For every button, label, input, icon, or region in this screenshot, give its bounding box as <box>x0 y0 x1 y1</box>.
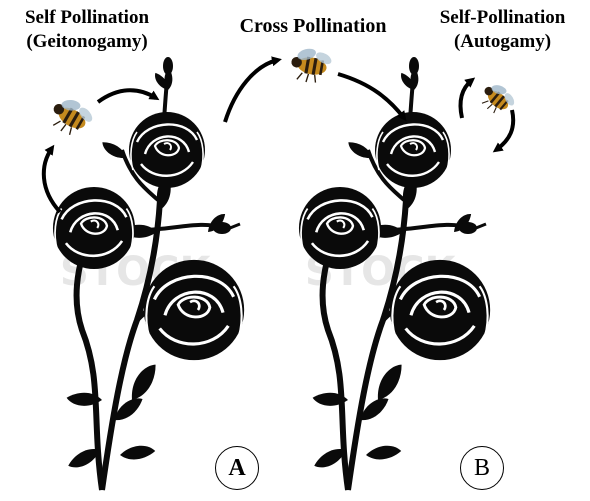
panel-a-marker: A <box>215 446 259 490</box>
geitonogamy-label: Self Pollination (Geitonogamy) <box>2 6 172 54</box>
autogamy-label: Self-Pollination (Autogamy) <box>415 6 590 54</box>
bee-icon <box>45 91 98 143</box>
panel-b-marker: B <box>460 446 504 490</box>
geitonogamy-subtitle: (Geitonogamy) <box>2 30 172 54</box>
autogamy-subtitle: (Autogamy) <box>415 30 590 54</box>
autogamy-title: Self-Pollination <box>415 6 590 30</box>
geitonogamy-title: Self Pollination <box>2 6 172 30</box>
bee-icon <box>288 43 334 86</box>
cross-pollination-label: Cross Pollination <box>218 14 408 39</box>
